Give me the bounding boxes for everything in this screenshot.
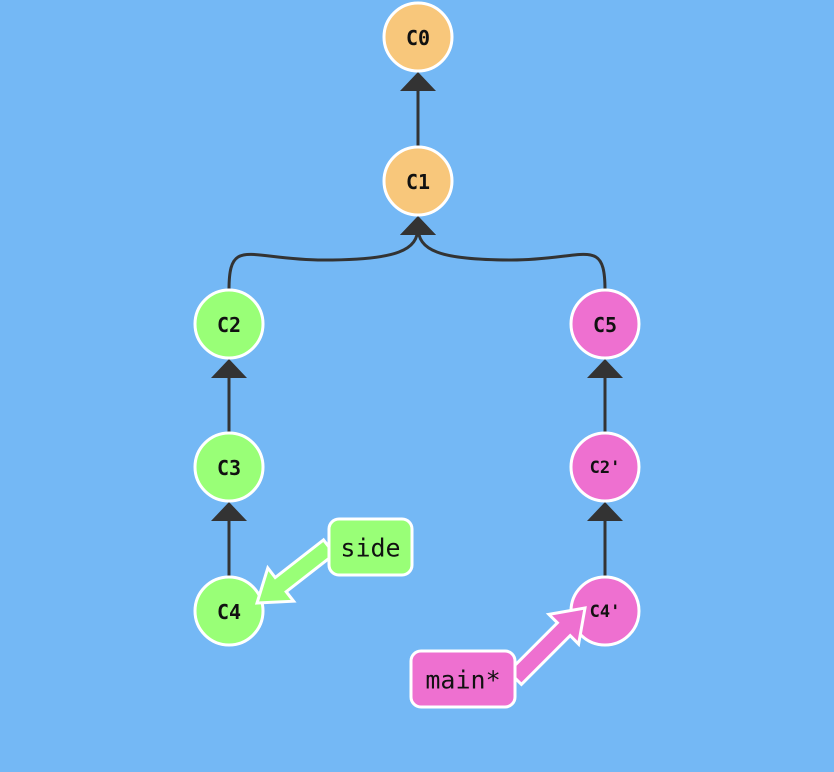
arrowhead-C1-to-C0 [400, 72, 436, 91]
commit-C1[interactable]: C1 [382, 145, 454, 217]
commit-C4p-label: C4' [590, 602, 621, 622]
commit-C4-circle [193, 575, 265, 647]
commit-C4[interactable]: C4 [193, 575, 265, 647]
commit-C3-label: C3 [217, 456, 241, 480]
branch-side-label: side [340, 534, 400, 563]
commit-C1-circle [382, 145, 454, 217]
commit-C0-circle [382, 1, 454, 73]
commit-C3-circle [193, 431, 265, 503]
commit-edges [211, 72, 623, 577]
commit-C2p-label: C2' [590, 458, 621, 478]
commit-C2p-circle [569, 431, 641, 503]
branch-main-box [409, 649, 517, 709]
commit-C3[interactable]: C3 [193, 431, 265, 503]
branch-side-box [327, 517, 414, 577]
commit-C5-circle [569, 288, 641, 360]
edge-C2-to-C1 [227, 226, 420, 291]
arrowhead-C3-to-C2 [211, 359, 247, 378]
branch-main-arrow [506, 606, 587, 687]
arrowhead-C5-to-C1 [400, 216, 436, 235]
commit-C2p[interactable]: C2' [569, 431, 641, 503]
commit-C5-label: C5 [593, 313, 617, 337]
commit-C4-label: C4 [217, 600, 241, 624]
arrowhead-C2p-to-C5 [587, 359, 623, 378]
branch-main-label: main* [425, 666, 500, 695]
commit-C5[interactable]: C5 [569, 288, 641, 360]
branch-labels: side main* [254, 517, 587, 709]
branch-side[interactable]: side [254, 517, 414, 605]
commit-C2-circle [193, 288, 265, 360]
arrowhead-C4-to-C3 [211, 502, 247, 521]
commit-C1-label: C1 [406, 170, 430, 194]
commit-C2-label: C2 [217, 313, 241, 337]
commit-C2[interactable]: C2 [193, 288, 265, 360]
commit-C0-label: C0 [406, 26, 430, 50]
branch-main[interactable]: main* [409, 606, 587, 709]
branch-side-arrow [254, 537, 337, 605]
arrowhead-C4p-to-C2p [587, 502, 623, 521]
commit-C0[interactable]: C0 [382, 1, 454, 73]
edge-C5-to-C1 [416, 226, 607, 291]
